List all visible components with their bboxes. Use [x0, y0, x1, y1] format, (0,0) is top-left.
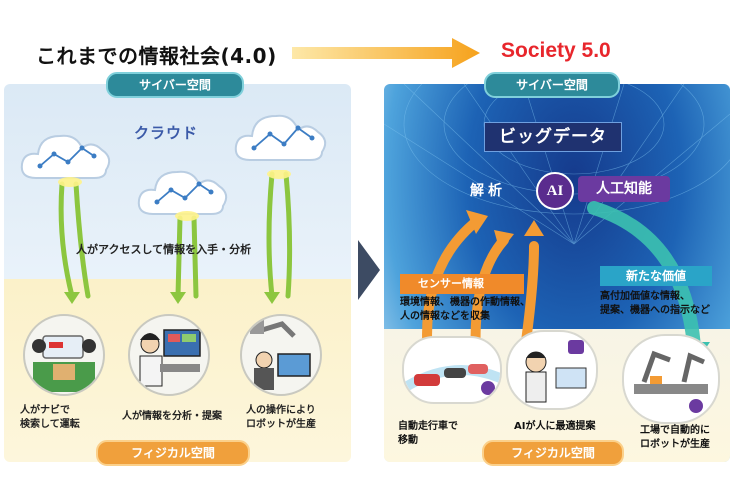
ai-badge: AI [536, 172, 574, 210]
analysis-label: 解析 [470, 183, 506, 199]
cloud-icon [234, 114, 327, 161]
cloud-icon [137, 170, 228, 215]
right-item-1-text: 自動走行車で 移動 [398, 421, 458, 446]
left-item-3-text: 人の操作により ロボットが生産 [246, 405, 316, 430]
left-item-1-text: 人がナビで 検索して運転 [20, 405, 80, 430]
physical-space-label-right: フィジカル空間 [482, 440, 624, 466]
cloud-label: クラウド [134, 124, 199, 142]
cyber-space-label: サイバー空間 [106, 72, 244, 98]
access-arrows-icon [58, 170, 293, 304]
ai-proposal-scene-illustration [506, 330, 598, 410]
right-item-3-text: 工場で自動的に ロボットが生産 [640, 425, 710, 450]
big-data-box: ビッグデータ [484, 122, 622, 152]
analysis-scene-illustration [128, 314, 210, 396]
left-item-2-text: 人が情報を分析・提案 [122, 411, 222, 422]
chevron-right-icon [358, 240, 380, 300]
cyber-space-label-right: サイバー空間 [484, 72, 620, 98]
autonomous-car-scene-illustration [402, 336, 502, 404]
automated-factory-scene-illustration [622, 334, 720, 424]
transition-arrow-icon [292, 38, 480, 68]
left-title: これまでの情報社会(4.0) [36, 44, 277, 68]
navigation-scene-illustration [23, 314, 105, 396]
physical-space-label: フィジカル空間 [96, 440, 250, 466]
new-value-label: 新たな価値 [600, 266, 712, 286]
sensor-description: 環境情報、機器の作動情報、 人の情報などを収集 [400, 297, 530, 322]
robot-operation-scene-illustration [240, 314, 322, 396]
sensor-info-label: センサー情報 [400, 274, 524, 294]
right-item-2-text: AIが人に最適提案 [514, 421, 596, 432]
artificial-intelligence-label: 人工知能 [578, 176, 670, 202]
cloud-icon [20, 134, 111, 179]
new-value-description: 高付加価値な情報、 提案、機器への指示など [600, 291, 710, 316]
right-title: Society 5.0 [501, 39, 611, 62]
access-description: 人がアクセスして情報を入手・分析 [76, 243, 252, 256]
